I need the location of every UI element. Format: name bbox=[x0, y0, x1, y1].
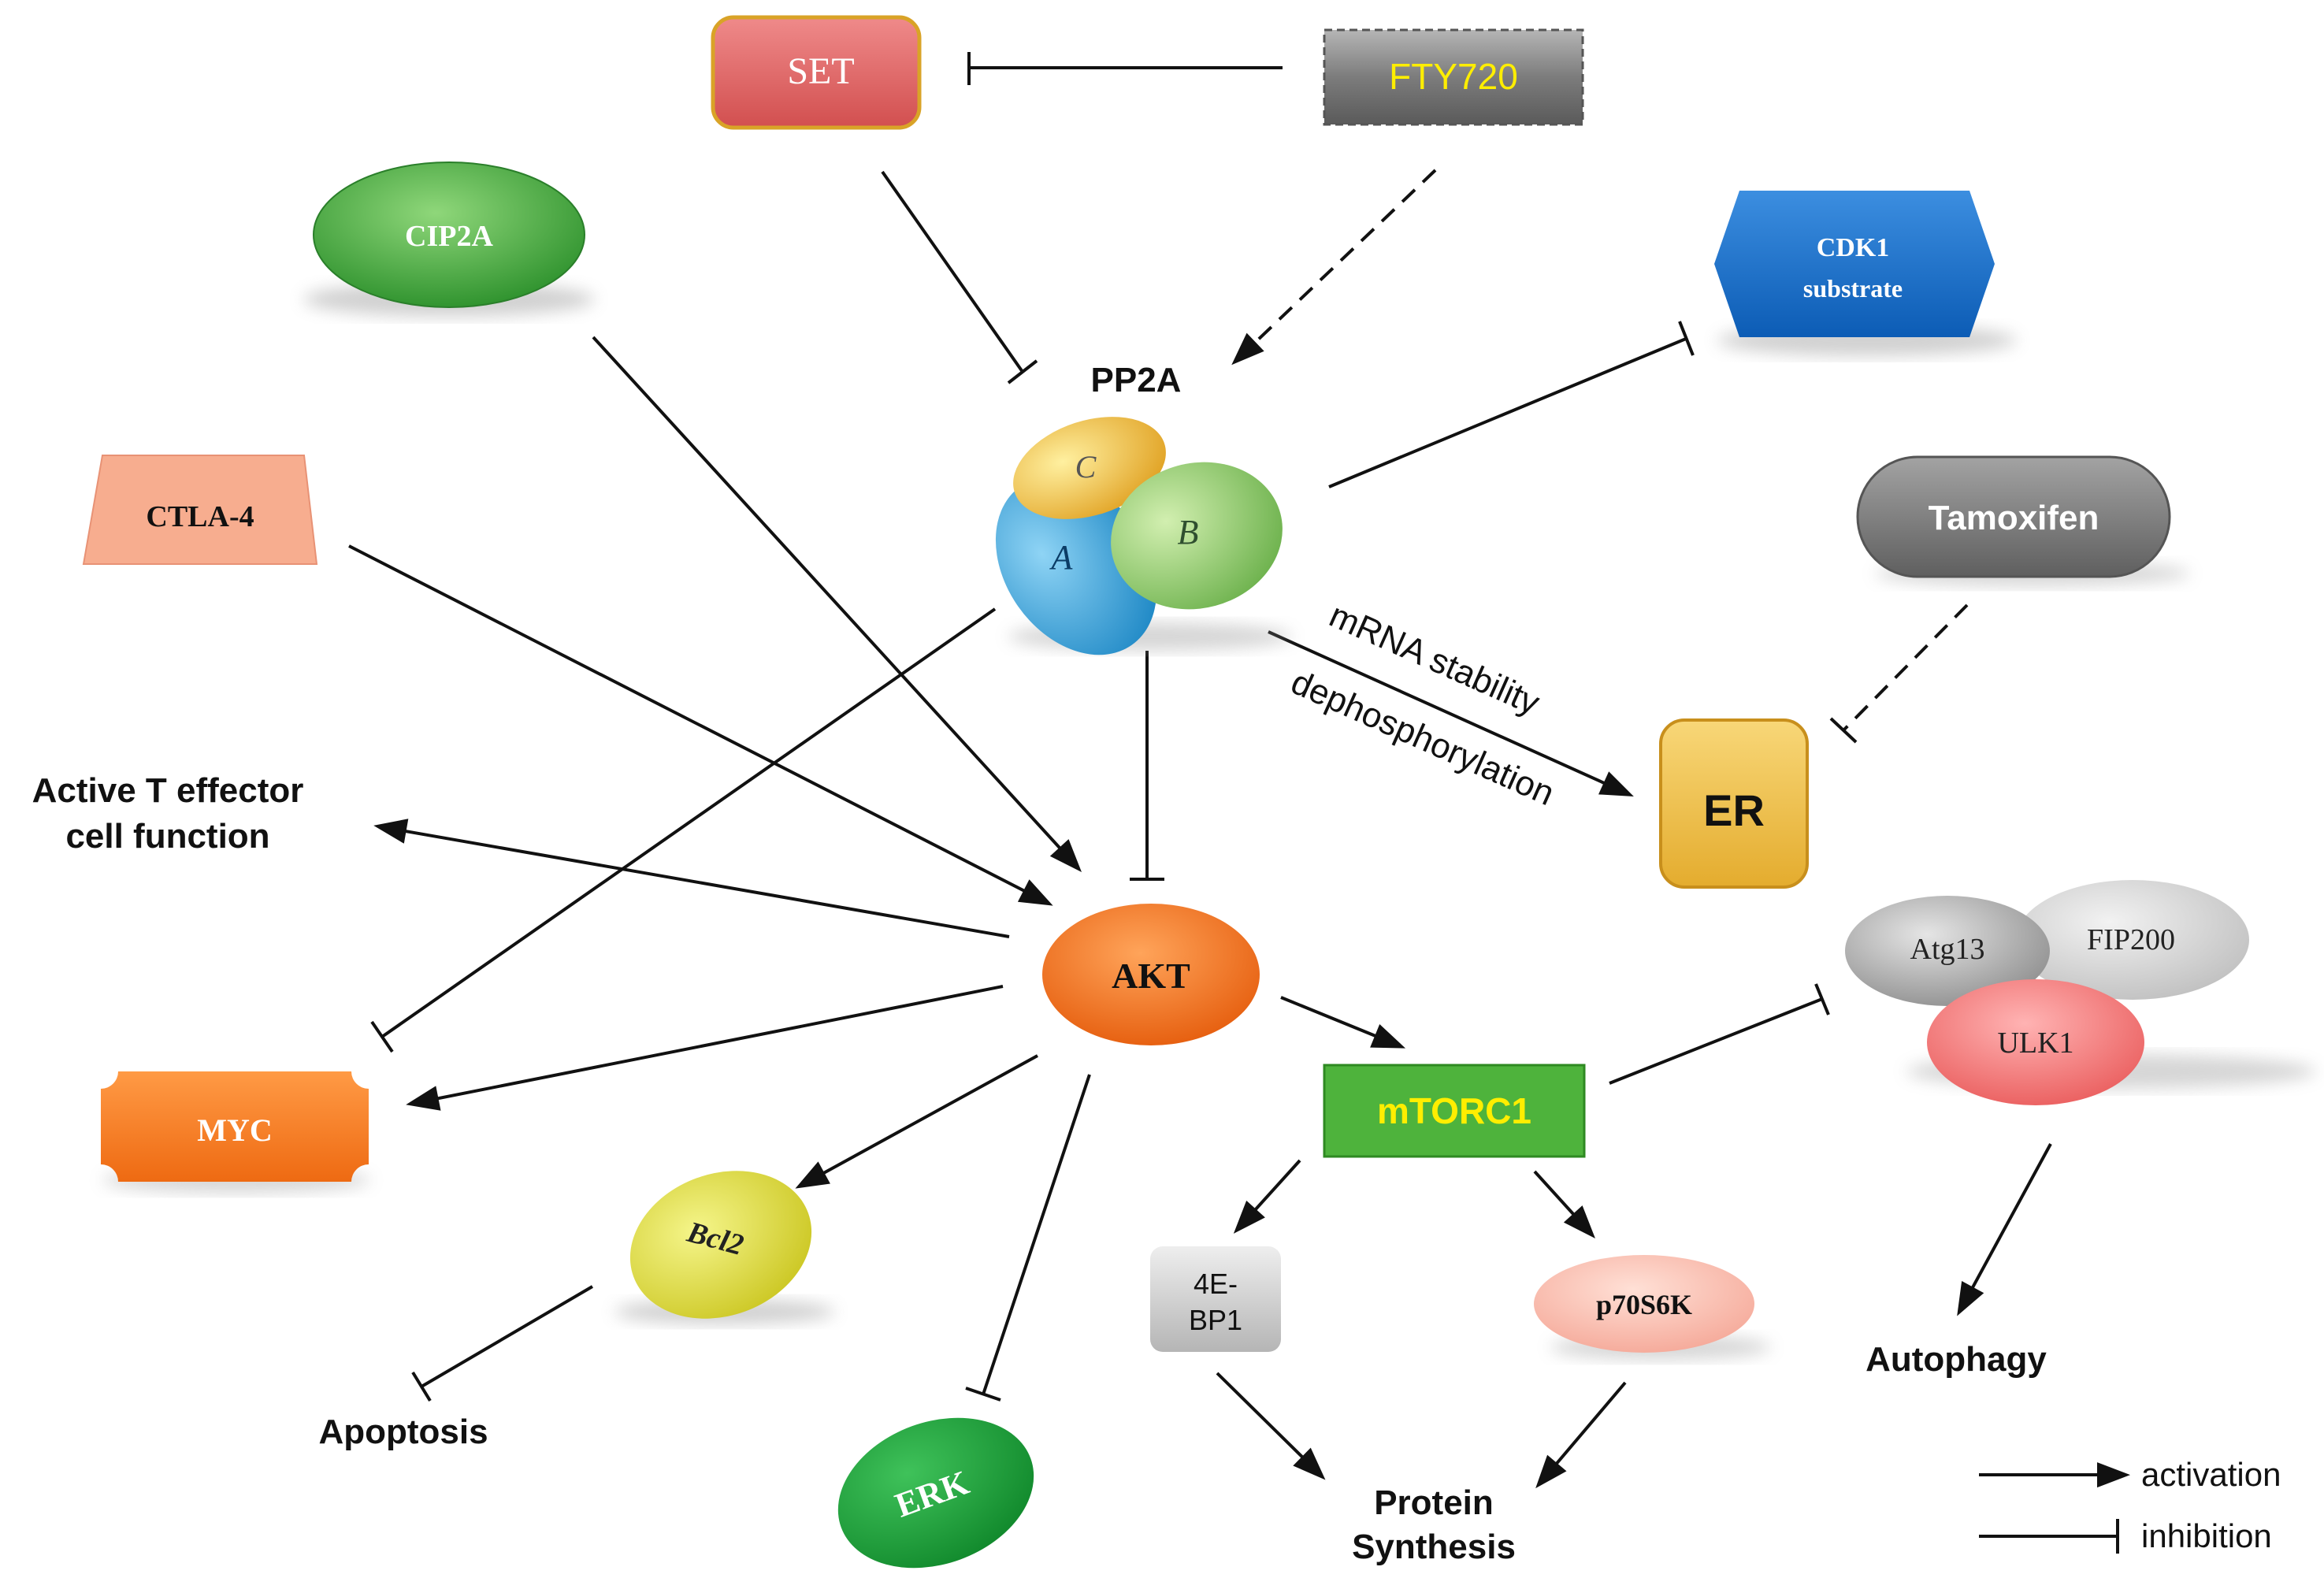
edge-akt-activates-tcell bbox=[373, 819, 1010, 938]
pp2a-subunit-b: B bbox=[1111, 462, 1283, 610]
node-atg13-label: Atg13 bbox=[1910, 933, 1985, 966]
edges: PP2A (dashed) --> AKT --> AKT --> ER -->… bbox=[348, 52, 2052, 1489]
node-set-label: SET bbox=[787, 50, 854, 92]
node-4ebp1-label-line2: BP1 bbox=[1189, 1304, 1242, 1336]
label-protein-line1: Protein bbox=[1374, 1483, 1494, 1522]
edge-akt-activates-mtorc1 bbox=[1280, 996, 1406, 1049]
edge-ulk1-activates-autophagy bbox=[1957, 1143, 2052, 1316]
node-fty720: FTY720 bbox=[1323, 28, 1584, 126]
node-erk: ERK bbox=[837, 1417, 1034, 1569]
node-ulk1-complex: FIP200 Atg13 ULK1 bbox=[1845, 880, 2316, 1105]
edge-set-inhibits-pp2a-bar bbox=[1007, 359, 1038, 384]
edge-mtorc1-activates-p70s6k bbox=[1533, 1170, 1595, 1238]
node-4ebp1-label-line1: 4E- bbox=[1194, 1268, 1238, 1300]
edge-mtorc1-inhibits-ulk1-complex bbox=[1609, 997, 1823, 1085]
node-fip200: FIP200 bbox=[2016, 880, 2249, 1000]
pp2a-subunit-c: C bbox=[1013, 417, 1166, 519]
legend: activation inhibition bbox=[1979, 1456, 2281, 1554]
edge-akt-activates-bcl2 bbox=[795, 1054, 1038, 1189]
node-er-label: ER bbox=[1703, 785, 1765, 835]
edge-pp2a-inhibits-cdk1 bbox=[1328, 337, 1687, 488]
node-atg13: Atg13 bbox=[1845, 896, 2050, 1006]
node-fip200-label: FIP200 bbox=[2087, 923, 2175, 956]
edge-tamoxifen-inhibits-er bbox=[1842, 603, 1969, 732]
edge-akt-inhibits-erk-bar bbox=[965, 1387, 1001, 1402]
edge-fty720-activates-pp2a bbox=[1231, 169, 1437, 366]
label-active-t-line1: Active T effector bbox=[32, 771, 304, 810]
node-myc: MYC bbox=[101, 1071, 370, 1193]
edge-bcl2-inhibits-apoptosis-bar bbox=[411, 1371, 432, 1402]
node-mtorc1: mTORC1 bbox=[1323, 1064, 1586, 1158]
node-myc-label: MYC bbox=[197, 1112, 273, 1148]
legend-inhibition-label: inhibition bbox=[2141, 1517, 2272, 1554]
node-cdk1-label-line2: substrate bbox=[1803, 274, 1903, 303]
edge-akt-activates-myc bbox=[406, 985, 1004, 1111]
edge-tamoxifen-inhibits-er-bar bbox=[1829, 717, 1858, 744]
pp2a-subunit-b-label: B bbox=[1178, 513, 1199, 551]
edge-pp2a-inhibits-myc-bar bbox=[370, 1020, 394, 1053]
edge-pp2a-inhibits-cdk1-bar bbox=[1678, 321, 1695, 356]
label-autophagy: Autophagy bbox=[1866, 1340, 2047, 1379]
edge-akt-inhibits-erk bbox=[982, 1074, 1091, 1395]
pp2a-subunit-a-label: A bbox=[1049, 538, 1074, 577]
node-bcl2: Bcl2 bbox=[614, 1171, 835, 1324]
edge-pp2a-activates-er bbox=[1268, 630, 1634, 797]
node-ctla4-label: CTLA-4 bbox=[146, 500, 254, 533]
edge-bcl2-inhibits-apoptosis bbox=[420, 1285, 594, 1388]
node-ctla4: CTLA-4 bbox=[82, 455, 318, 565]
edge-p70s6k-activates-protein-synthesis bbox=[1535, 1381, 1627, 1489]
node-ulk1: ULK1 bbox=[1927, 979, 2144, 1105]
node-p70s6k-label: p70S6K bbox=[1596, 1289, 1692, 1320]
edge-pp2a-inhibits-myc bbox=[381, 607, 997, 1038]
node-cip2a-label: CIP2A bbox=[405, 220, 493, 253]
node-er: ER bbox=[1659, 718, 1809, 889]
node-ulk1-label: ULK1 bbox=[1997, 1027, 2073, 1060]
edge-ctla4-activates-akt bbox=[348, 544, 1053, 906]
edge-4ebp1-activates-protein-synthesis bbox=[1216, 1372, 1326, 1480]
node-cdk1-label-line1: CDK1 bbox=[1817, 233, 1890, 262]
node-pp2a-complex: A C B bbox=[995, 417, 1292, 655]
node-fty720-label: FTY720 bbox=[1389, 56, 1518, 97]
pp2a-title: PP2A bbox=[1091, 361, 1182, 399]
edge-set-inhibits-pp2a bbox=[881, 170, 1024, 373]
node-cip2a: CIP2A bbox=[303, 162, 595, 317]
label-active-t-line2: cell function bbox=[65, 817, 269, 856]
node-tamoxifen: Tamoxifen bbox=[1856, 455, 2190, 586]
node-p70s6k: p70S6K bbox=[1534, 1255, 1771, 1360]
edge-mtorc1-inhibits-ulk1-complex-bar bbox=[1814, 983, 1830, 1015]
label-protein-line2: Synthesis bbox=[1352, 1528, 1516, 1566]
legend-activation-label: activation bbox=[2141, 1456, 2281, 1493]
node-4ebp1: 4E- BP1 bbox=[1150, 1246, 1281, 1352]
edge-mtorc1-activates-4ebp1 bbox=[1233, 1159, 1301, 1234]
node-mtorc1-label: mTORC1 bbox=[1377, 1090, 1531, 1131]
node-akt-label: AKT bbox=[1112, 956, 1190, 996]
label-apoptosis: Apoptosis bbox=[318, 1413, 488, 1451]
edge-cip2a-activates-akt bbox=[592, 336, 1082, 872]
node-set: SET bbox=[711, 15, 922, 130]
pp2a-subunit-c-label: C bbox=[1075, 449, 1097, 485]
node-cdk1-substrate: CDK1 substrate bbox=[1714, 191, 2017, 356]
node-tamoxifen-label: Tamoxifen bbox=[1929, 499, 2099, 537]
node-akt: AKT bbox=[1042, 904, 1260, 1045]
